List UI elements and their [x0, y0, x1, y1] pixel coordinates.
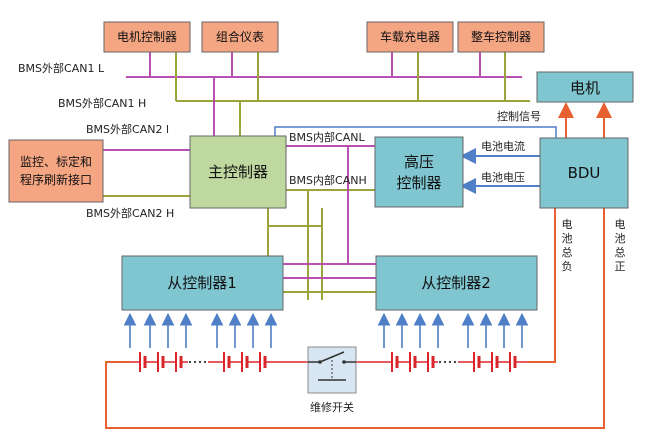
can1-h-label: BMS外部CAN1 H	[58, 96, 146, 110]
instrument-cluster-box: 组合仪表	[201, 21, 279, 53]
monitor-interface-label-line2: 程序刷新接口	[20, 172, 92, 187]
slave-controller-1-box: 从控制器1	[121, 255, 284, 311]
monitor-interface-box: 监控、标定和 程序刷新接口	[8, 139, 104, 203]
can2-h-label: BMS外部CAN2 H	[86, 206, 174, 220]
onboard-charger-label: 车载充电器	[380, 29, 440, 44]
can1-l-label: BMS外部CAN1 L	[18, 61, 105, 75]
monitor-interface-label-line1: 监控、标定和	[20, 154, 92, 169]
hv-controller-box: 高压 控制器	[374, 136, 464, 208]
hv-controller-label-line2: 控制器	[396, 174, 441, 192]
negLabel-char: 池	[562, 232, 573, 245]
signal-lines	[274, 126, 557, 194]
power-lines	[105, 102, 612, 429]
onboard-charger-box: 车载充电器	[366, 21, 454, 53]
motor-label: 电机	[570, 79, 600, 97]
ellipsis-dot	[203, 360, 207, 364]
posLabel-char: 池	[615, 232, 626, 245]
slave-controller-2-label: 从控制器2	[421, 274, 491, 292]
slave-controller-1-label: 从控制器1	[167, 274, 237, 292]
battery-current-label: 电池电流	[481, 139, 525, 153]
ellipsis-dot	[193, 360, 197, 364]
cell-sense-arrows	[123, 312, 529, 348]
main-controller-label: 主控制器	[208, 163, 268, 181]
ellipsis-dot	[198, 360, 202, 364]
motor-controller-label: 电机控制器	[117, 30, 177, 44]
motor-box: 电机	[536, 71, 634, 103]
vehicle-controller-label: 整车控制器	[471, 29, 531, 44]
internal-canh-label: BMS内部CANH	[289, 173, 367, 187]
negLabel-char: 电	[562, 218, 573, 231]
bdu-box: BDU	[539, 137, 629, 209]
battery-voltage-label: 电池电压	[481, 171, 525, 184]
ellipsis-dot	[448, 360, 452, 364]
motor-controller-box: 电机控制器	[103, 21, 191, 53]
ellipsis-dot	[188, 360, 192, 364]
negLabel-char: 总	[562, 245, 573, 259]
battery-string	[130, 352, 528, 372]
external-can-bus	[103, 52, 530, 197]
can2-l-label: BMS外部CAN2 l	[86, 122, 169, 136]
internal-can-bus	[267, 145, 376, 300]
service-switch-label: 维修开关	[310, 400, 354, 414]
posLabel-char: 正	[615, 260, 626, 273]
slave-controller-2-box: 从控制器2	[375, 255, 538, 311]
bdu-label: BDU	[568, 164, 601, 182]
ellipsis-dot	[443, 360, 447, 364]
control-signal-label: 控制信号	[497, 109, 541, 123]
negLabel-char: 负	[562, 259, 573, 273]
internal-canl-label: BMS内部CANL	[289, 130, 365, 144]
posLabel-char: 总	[615, 245, 626, 259]
hv-controller-label-line1: 高压	[404, 153, 434, 171]
vehicle-controller-box: 整车控制器	[457, 21, 545, 53]
ellipsis-dot	[453, 360, 457, 364]
service-switch: 维修开关	[307, 346, 357, 414]
posLabel-char: 电	[615, 218, 626, 231]
ellipsis-dot	[438, 360, 442, 364]
main-controller-box: 主控制器	[189, 135, 287, 209]
instrument-cluster-label: 组合仪表	[216, 29, 264, 44]
